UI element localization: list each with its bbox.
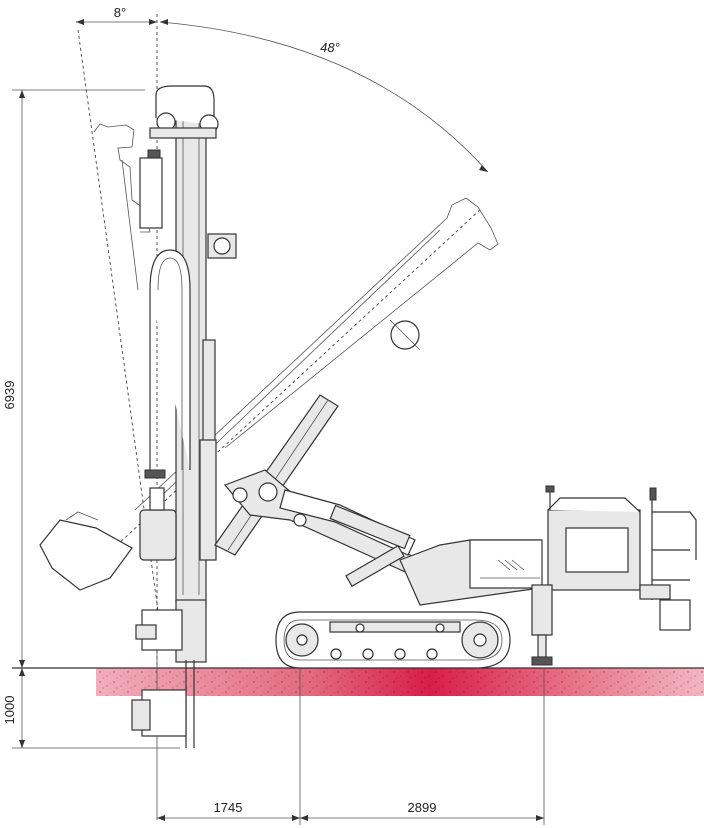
crawler-track [275,611,511,669]
total-height-label: 6939 [2,381,17,410]
dimension-total-height: 6939 [2,89,145,668]
dimension-below-ground: 1000 [2,668,180,749]
track-outrigger-label: 2899 [408,800,437,815]
upright-mast [131,85,237,748]
swing-angle-label: 48° [320,40,340,55]
ground-band [12,667,704,696]
dimension-bottom: 1745 2899 [156,640,545,825]
below-ground-label: 1000 [2,696,17,725]
front-reach-label: 1745 [214,800,243,815]
swung-boom-outline [39,197,499,591]
carrier-body [399,485,697,666]
tilt-angle-label: 8° [114,5,126,20]
boom-arms [214,394,421,588]
